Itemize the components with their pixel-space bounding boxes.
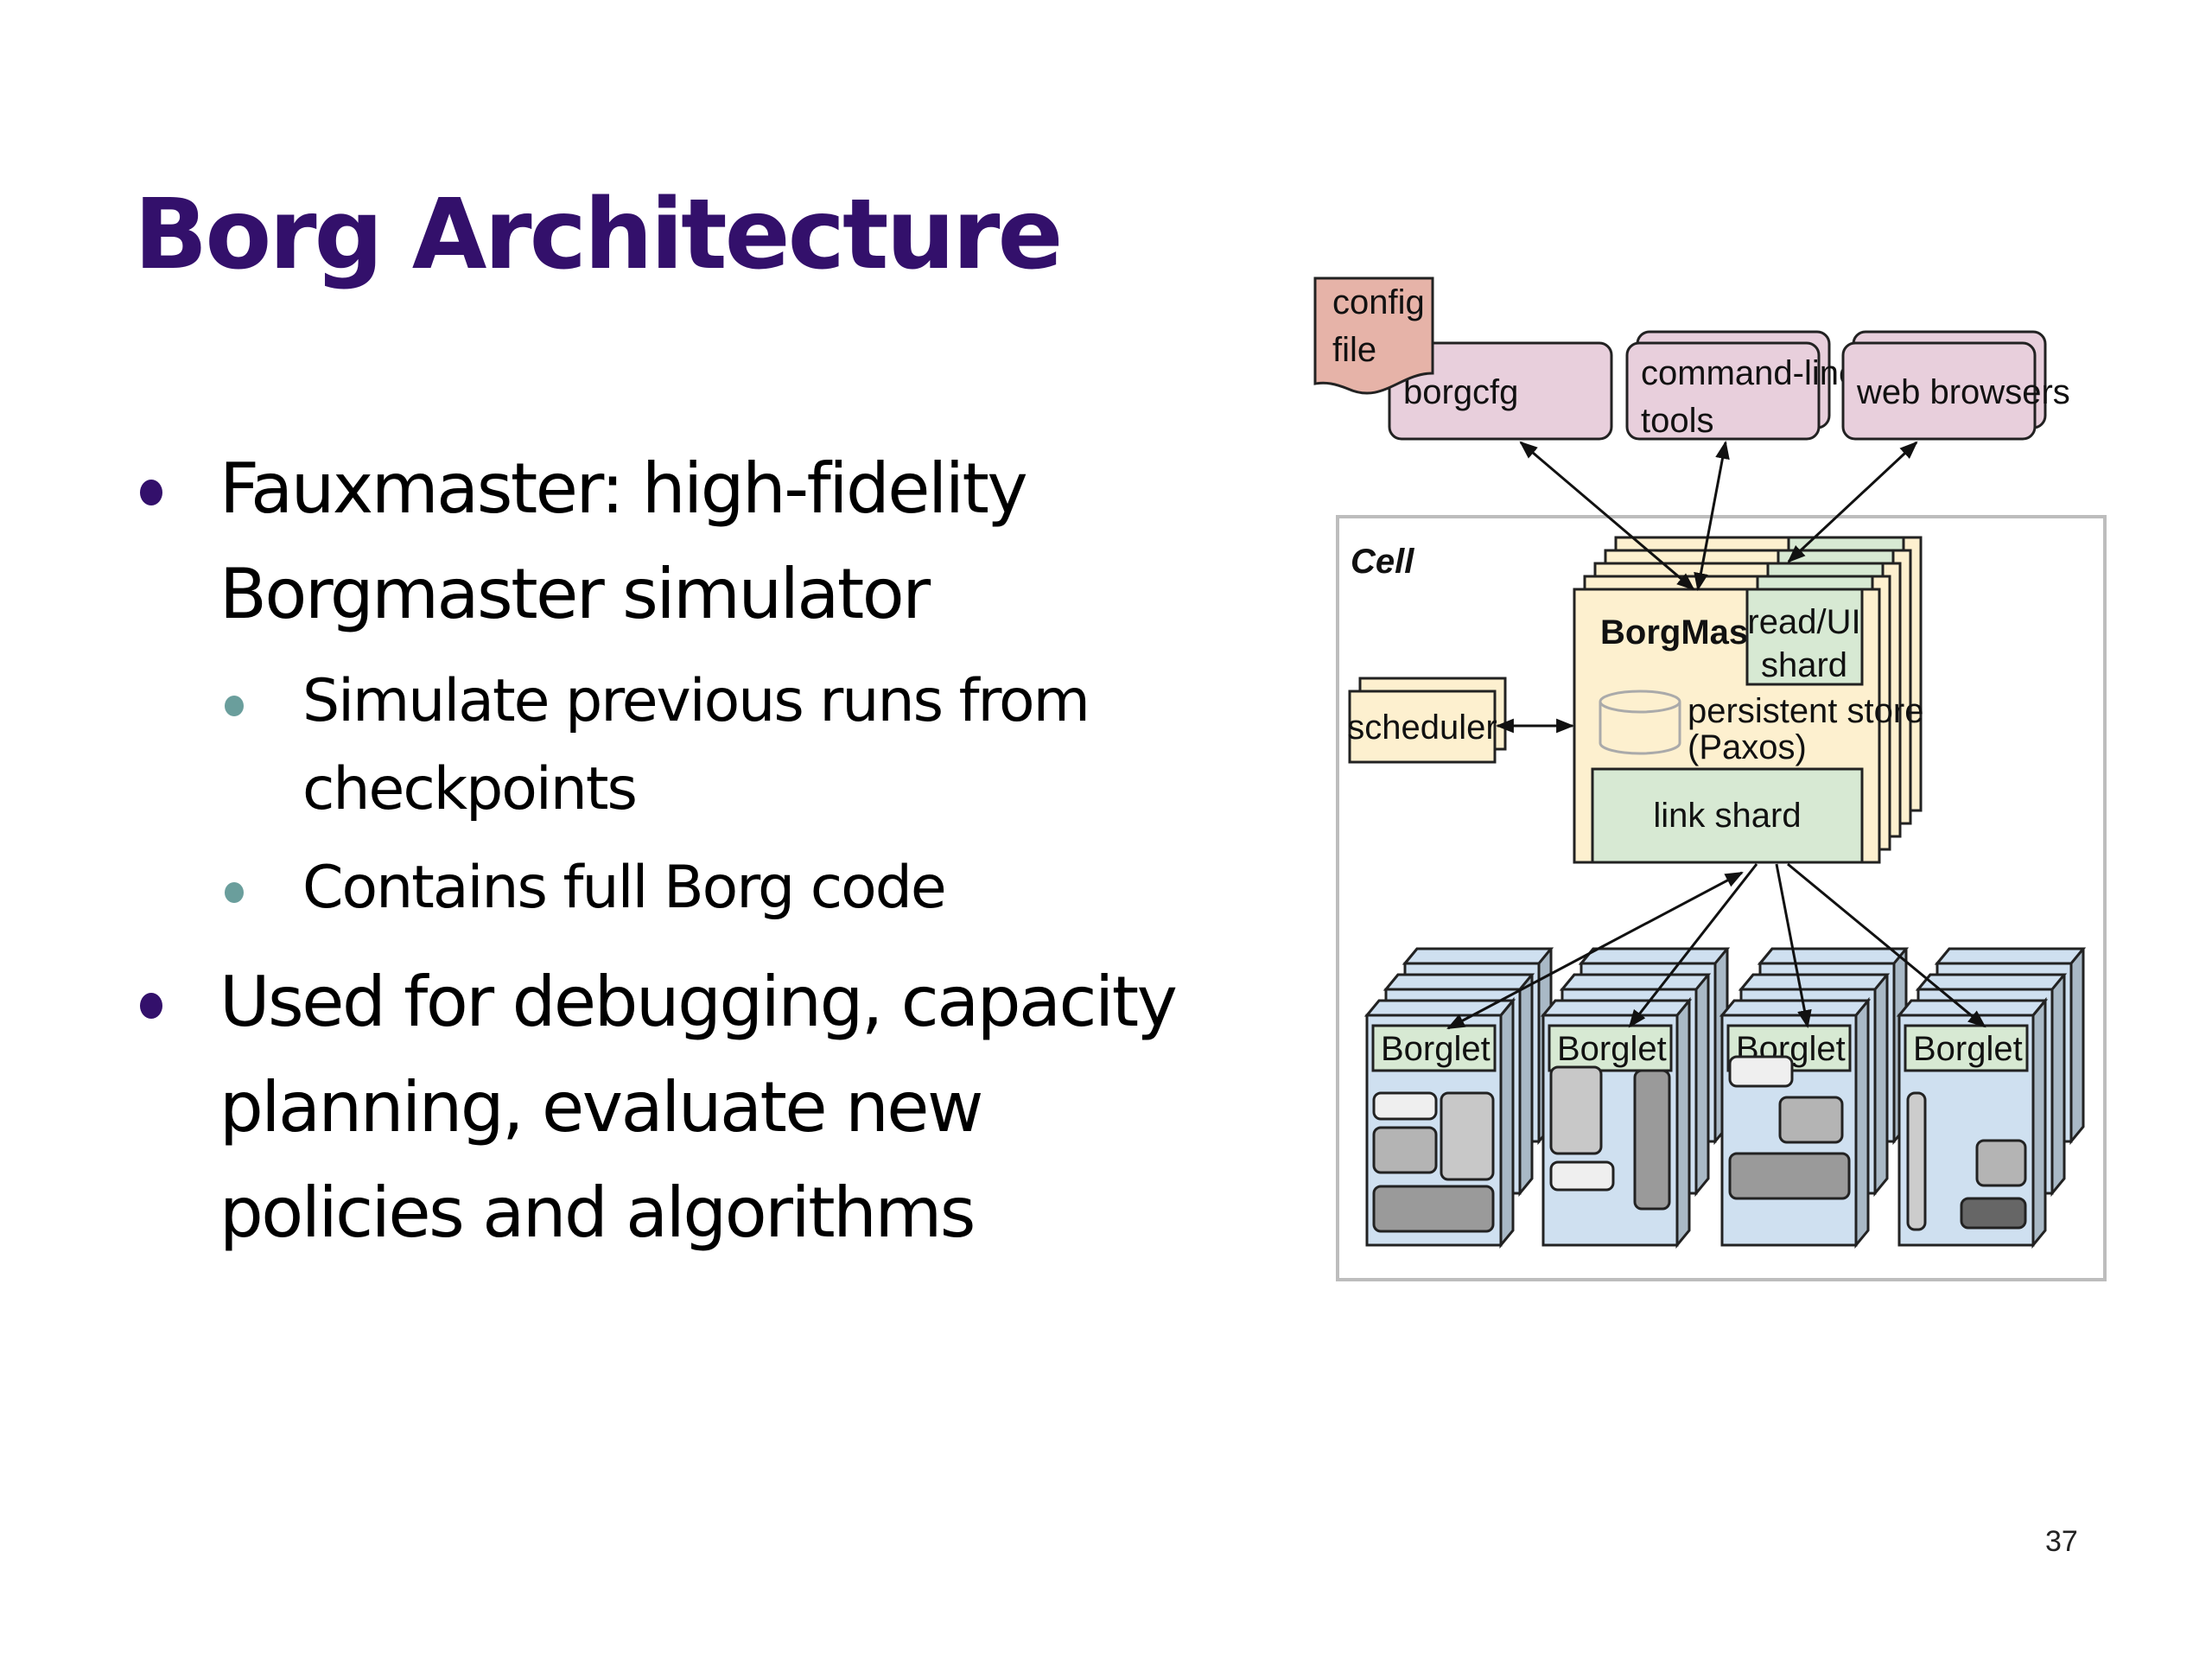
command-line-tools-box-front xyxy=(1625,341,1821,441)
read-ui-shard xyxy=(1745,588,1864,686)
task-block xyxy=(1728,1055,1794,1088)
page-number: 37 xyxy=(2045,1525,2078,1558)
borglet-back-top xyxy=(1915,973,2068,991)
task-block xyxy=(1549,1160,1615,1192)
borglet-back-top xyxy=(1402,947,1554,965)
borglet-label-band xyxy=(1371,1024,1497,1072)
arrow-linkshard-borglet-4 xyxy=(1787,862,1986,1028)
borglet-side xyxy=(2031,996,2047,1249)
task-block xyxy=(1372,1126,1438,1174)
bullet-dot-icon xyxy=(140,993,162,1019)
task-block xyxy=(1633,1069,1671,1211)
borgcfg-box: borgcfg xyxy=(1388,341,1613,441)
bullet-line: checkpoints xyxy=(302,755,638,823)
borglet-back-top xyxy=(1757,947,1910,965)
link-shard xyxy=(1591,767,1864,864)
task-block xyxy=(1549,1065,1603,1155)
link-shard-label: link shard xyxy=(1653,797,1801,835)
arrow-linkshard-borglet-1 xyxy=(1446,871,1744,1030)
task-block xyxy=(1906,1091,1927,1231)
arrow-borgmaster-borgcfg xyxy=(1519,441,1695,591)
borgmaster: BorgMaster read/UI shard persistent stor… xyxy=(1573,588,1923,864)
bullet-line: planning, evaluate new xyxy=(219,1067,983,1147)
bullet-line: Used for debugging, capacity xyxy=(219,962,1178,1042)
borglet-side xyxy=(1499,996,1515,1249)
bullet-line: Fauxmaster: high-fidelity xyxy=(219,448,1028,529)
connections xyxy=(1446,440,1986,1030)
task-block xyxy=(1372,1091,1438,1121)
borglet-back-top xyxy=(1578,947,1731,965)
command-line-tools-box: command-line tools xyxy=(1625,330,1858,441)
borglet-side xyxy=(1675,996,1691,1249)
read-ui-shard-line: shard xyxy=(1761,646,1847,684)
scheduler-label: scheduler xyxy=(1347,709,1497,747)
task-block xyxy=(1778,1096,1844,1144)
bullet-line: Contains full Borg code xyxy=(302,854,947,922)
slide-title: Borg Architecture xyxy=(134,179,1063,291)
arrow-borgmaster-web xyxy=(1787,441,1918,563)
borglet-top xyxy=(1540,999,1693,1017)
borgmaster-replica-shard xyxy=(1766,562,1885,578)
command-line-tools-box-label: tools xyxy=(1641,402,1714,440)
borglet-label: Borglet xyxy=(1557,1030,1667,1068)
borglet-side xyxy=(1854,996,1870,1249)
borgcfg-box-label: borgcfg xyxy=(1403,373,1518,411)
web-browsers-box-front xyxy=(1841,341,2037,441)
task-block xyxy=(1960,1197,2027,1230)
bullet-usage: Used for debugging, capacity planning, e… xyxy=(130,950,1270,1266)
borglet-back-top xyxy=(1382,973,1535,991)
borglet-machine: Borglet xyxy=(1896,947,2087,1249)
task-block xyxy=(1372,1185,1495,1233)
web-browsers-box-label: web browsers xyxy=(1856,373,2070,411)
sub-bullet-dot-icon xyxy=(225,882,244,903)
cell-label: Cell xyxy=(1351,543,1414,581)
config-file: config file xyxy=(1313,276,1434,395)
borglet-top xyxy=(1896,999,2049,1017)
config-file-line: file xyxy=(1332,331,1376,369)
database-cylinder-icon xyxy=(1599,690,1681,755)
borglet-label: Borglet xyxy=(1913,1030,2023,1068)
borgmaster-replica-shard xyxy=(1756,575,1874,591)
borglet-top xyxy=(1363,999,1516,1017)
task-block xyxy=(1728,1152,1851,1200)
bullet-line: Borgmaster simulator xyxy=(219,554,931,634)
arrow-borgmaster-cli xyxy=(1694,440,1730,592)
read-ui-shard-line: read/UI xyxy=(1747,603,1860,641)
clients-group: borgcfg command-line tools web browsers xyxy=(1388,330,2070,441)
bullet-fauxmaster: Fauxmaster: high-fidelity Borgmaster sim… xyxy=(130,436,1270,647)
task-block xyxy=(1975,1139,2027,1187)
sub-bullet-simulate: Simulate previous runs from checkpoints xyxy=(130,658,1270,834)
web-browsers-box: web browsers xyxy=(1841,330,2070,441)
borglet-back-top xyxy=(1738,973,1891,991)
persistent-store-line: (Paxos) xyxy=(1688,728,1807,766)
borglet-machine: Borglet xyxy=(1363,947,1554,1249)
sub-bullet-dot-icon xyxy=(225,696,244,716)
bullet-line: policies and algorithms xyxy=(219,1173,976,1253)
borglet-label-band xyxy=(1548,1024,1673,1072)
borglet-label-band xyxy=(1904,1024,2029,1072)
scheduler: scheduler xyxy=(1347,677,1507,764)
sub-bullet-full-code: Contains full Borg code xyxy=(130,844,1270,932)
borglet-back-top xyxy=(1559,973,1712,991)
bullet-list: Fauxmaster: high-fidelity Borgmaster sim… xyxy=(130,436,1270,1266)
borgcfg-box-front xyxy=(1388,341,1613,441)
arrow-linkshard-borglet-3 xyxy=(1775,863,1812,1029)
borglet-label: Borglet xyxy=(1381,1030,1491,1068)
bullet-line: Simulate previous runs from xyxy=(302,667,1090,735)
persistent-store-line: persistent store xyxy=(1688,692,1923,730)
borglet-top xyxy=(1719,999,1872,1017)
arrow-linkshard-borglet-2 xyxy=(1628,863,1758,1028)
command-line-tools-box-label: command-line xyxy=(1641,354,1858,392)
task-block xyxy=(1440,1091,1495,1181)
borglet-back-top xyxy=(1934,947,2087,965)
bullet-dot-icon xyxy=(140,480,162,505)
config-file-line: config xyxy=(1332,283,1425,321)
